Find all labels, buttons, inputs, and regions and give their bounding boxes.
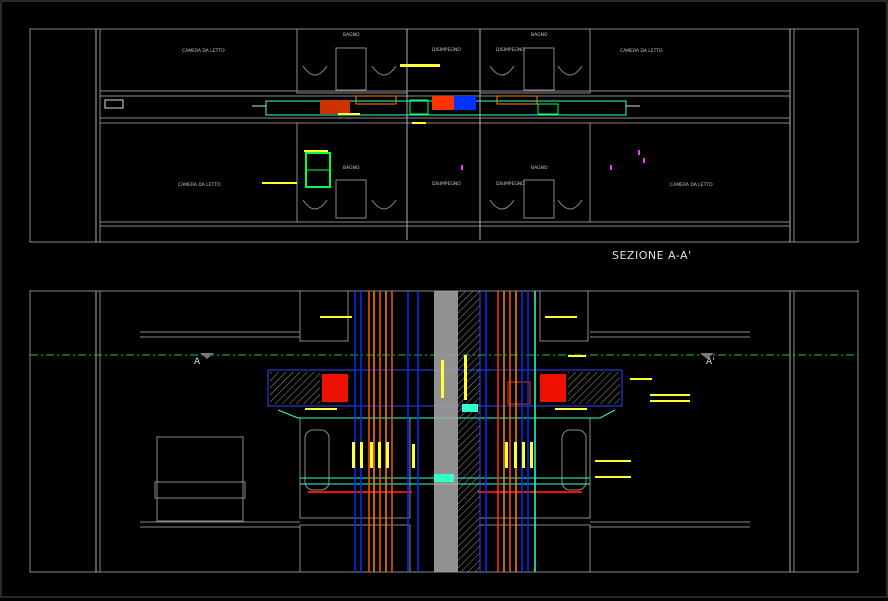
upper-plan [29,28,859,243]
room-label: BAGNO [343,32,360,38]
section-marker-left: A [194,357,201,367]
room-label: CAMERA DA LETTO [620,48,663,54]
room-label: DISIMPEGNO [432,181,461,187]
room-label: CAMERA DA LETTO [182,48,225,54]
section-marker-right: A' [706,357,715,367]
room-label: CAMERA DA LETTO [670,182,713,188]
room-label: DISIMPEGNO [496,181,525,187]
room-label: BAGNO [343,165,360,171]
room-label: BAGNO [531,32,548,38]
section-title: SEZIONE A-A' [612,249,692,262]
room-label: CAMERA DA LETTO [178,182,221,188]
room-label: DISIMPEGNO [432,47,461,53]
room-label: BAGNO [531,165,548,171]
lower-section [29,290,859,573]
room-label: DISIMPEGNO [496,47,525,53]
